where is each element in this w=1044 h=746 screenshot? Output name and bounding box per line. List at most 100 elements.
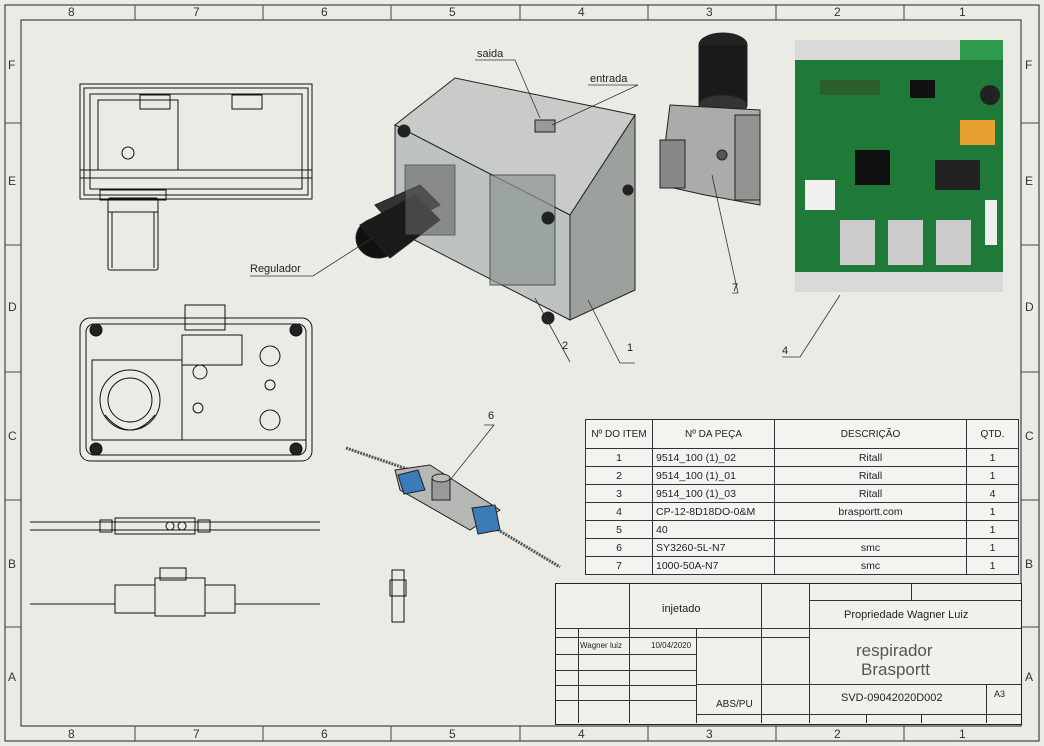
bom-desc: Ritall — [774, 448, 967, 467]
bill-of-materials: Nº DO ITEM Nº DA PEÇA DESCRIÇÃO QTD. 1 9… — [585, 419, 1019, 575]
title-block: injetado Propriedade Wagner Luiz respira… — [555, 583, 1022, 725]
bom-qty: 1 — [966, 502, 1019, 521]
divider — [809, 714, 1021, 715]
callout-1: 1 — [627, 342, 634, 354]
bom-part: 9514_100 (1)_01 — [652, 466, 775, 485]
callout-regulador: Regulador — [250, 263, 301, 275]
divider — [556, 628, 809, 629]
bom-part: 40 — [652, 520, 775, 539]
divider — [809, 628, 1021, 629]
zone-bottom-4: 4 — [578, 727, 585, 741]
bom-item: 2 — [585, 466, 653, 485]
zone-right-A: A — [1025, 670, 1034, 684]
pcb-board-image — [795, 40, 1003, 292]
bom-item: 6 — [585, 538, 653, 557]
zone-left-A: A — [8, 670, 17, 684]
bom-item: 3 — [585, 484, 653, 503]
callout-saida: saida — [477, 48, 504, 60]
divider — [866, 714, 867, 723]
valve-side-view — [30, 567, 320, 617]
divider — [556, 685, 696, 686]
zone-right-B: B — [1025, 557, 1034, 571]
zone-bottom-1: 1 — [959, 727, 966, 741]
table-row: 1 9514_100 (1)_02 Ritall 1 — [585, 448, 1019, 467]
bom-part: 9514_100 (1)_02 — [652, 448, 775, 467]
table-row: 3 9514_100 (1)_03 Ritall 4 — [585, 484, 1019, 503]
bom-qty: 1 — [966, 538, 1019, 557]
bom-qty: 1 — [966, 448, 1019, 467]
table-row: 2 9514_100 (1)_01 Ritall 1 — [585, 466, 1019, 485]
enclosure-side-view — [30, 517, 320, 535]
callout-entrada: entrada — [590, 73, 628, 85]
bom-qty: 4 — [966, 484, 1019, 503]
callout-4: 4 — [782, 345, 789, 357]
material: ABS/PU — [716, 699, 753, 710]
divider — [809, 584, 810, 723]
zone-bottom-7: 7 — [193, 727, 200, 741]
drawn-date: 10/04/2020 — [651, 641, 692, 650]
zone-top-2: 2 — [834, 5, 841, 19]
sheet-size: A3 — [994, 689, 1006, 699]
divider — [696, 628, 697, 723]
property-text: Propriedade Wagner Luiz — [844, 609, 969, 621]
callout-2: 2 — [562, 340, 569, 352]
table-row: 5 40 1 — [585, 520, 1019, 539]
bom-desc: smc — [774, 556, 967, 575]
title-line-1: respirador — [856, 641, 933, 660]
zone-right-D: D — [1025, 300, 1034, 314]
zone-top-1: 1 — [959, 5, 966, 19]
zone-bottom-2: 2 — [834, 727, 841, 741]
drawn-by: Wagner luiz — [580, 641, 622, 650]
callout-6: 6 — [488, 410, 495, 422]
divider — [556, 654, 696, 655]
finish-note: injetado — [662, 603, 701, 615]
divider — [761, 584, 762, 723]
zone-bottom-6: 6 — [321, 727, 328, 741]
zone-right-E: E — [1025, 174, 1034, 188]
bom-item: 5 — [585, 520, 653, 539]
bom-header-part: Nº DA PEÇA — [652, 419, 775, 449]
zone-left-B: B — [8, 557, 17, 571]
divider — [696, 714, 809, 715]
bom-header-row: Nº DO ITEM Nº DA PEÇA DESCRIÇÃO QTD. — [585, 419, 1019, 449]
solenoid-valve-isometric — [345, 446, 561, 569]
zone-bottom-8: 8 — [68, 727, 75, 741]
bom-qty: 1 — [966, 556, 1019, 575]
zone-top-3: 3 — [706, 5, 713, 19]
divider — [578, 628, 579, 723]
enclosure-isometric — [355, 77, 636, 325]
bom-desc: Ritall — [774, 466, 967, 485]
divider — [809, 600, 1021, 601]
bom-part: SY3260-5L-N7 — [652, 538, 775, 557]
divider — [696, 684, 1021, 685]
divider — [921, 714, 922, 723]
enclosure-front-view — [79, 304, 313, 462]
divider — [556, 670, 696, 671]
zone-bottom-5: 5 — [449, 727, 456, 741]
bom-item: 7 — [585, 556, 653, 575]
regulator-isometric — [659, 32, 761, 206]
bom-item: 4 — [585, 502, 653, 521]
valve-end-view — [389, 569, 407, 623]
bom-part: 9514_100 (1)_03 — [652, 484, 775, 503]
zone-top-8: 8 — [68, 5, 75, 19]
bom-part: CP-12-8D18DO-0&M — [652, 502, 775, 521]
table-row: 4 CP-12-8D18DO-0&M brasportt.com 1 — [585, 502, 1019, 521]
bom-desc: brasportt.com — [774, 502, 967, 521]
divider — [556, 700, 696, 701]
bom-desc: Ritall — [774, 484, 967, 503]
table-row: 6 SY3260-5L-N7 smc 1 — [585, 538, 1019, 557]
callout-7: 7 — [732, 282, 739, 294]
zone-left-C: C — [8, 429, 17, 443]
divider — [986, 684, 987, 723]
bom-desc — [774, 520, 967, 539]
drawing-number: SVD-09042020D002 — [841, 692, 943, 704]
bom-header-item: Nº DO ITEM — [585, 419, 653, 449]
bom-item: 1 — [585, 448, 653, 467]
zone-left-E: E — [8, 174, 17, 188]
bom-qty: 1 — [966, 466, 1019, 485]
divider — [911, 584, 912, 600]
zone-right-C: C — [1025, 429, 1034, 443]
